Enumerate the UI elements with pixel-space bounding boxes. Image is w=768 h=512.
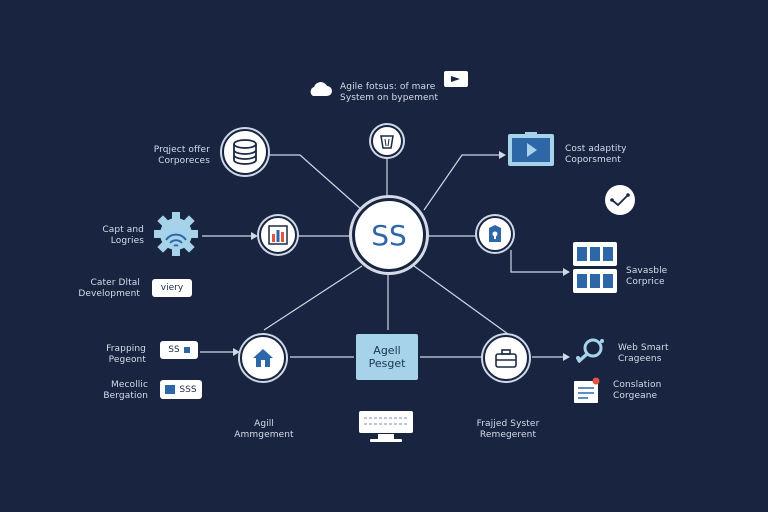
project-offer-label: Prqject offer Corporeces [153,145,210,166]
connector-hub-briefcase [413,265,509,335]
frapping-label: Frapping Pegeont [106,344,146,365]
connector-database-hub [262,154,363,211]
frajjed-syster-label: Frajjed Syster Remegerent [476,419,540,440]
title-text: Agile fotsus: of mare System on bypement [340,82,439,103]
document-icon [574,377,600,403]
agile-arrangement-label: Agill Ammgement [234,419,294,440]
chart-icon [268,225,288,245]
conslation-label: Conslation Corgeane [613,380,662,401]
cloud-icon [310,82,332,96]
agile-box: Agell Pesget [356,334,418,380]
connector-monitor-hub [423,154,500,211]
arrowhead-house [233,348,240,356]
database-icon [233,139,257,165]
house-icon [253,349,273,367]
briefcase-node [483,335,529,381]
mecollic-label: Mecollic Bergation [103,380,148,401]
house-node [240,335,286,381]
search-icon [576,338,604,364]
folder-icon [444,71,468,87]
route-icon [610,193,630,207]
viery-chip: viery [152,279,192,297]
cater-digital-label: Cater Dltal Development [78,278,140,299]
web-smart-label: Web Smart Crageens [618,343,669,364]
gear-icon [154,212,198,256]
connector-hub-house [263,265,363,331]
ss-chip: SS [160,341,198,359]
lock-badge-icon [489,225,501,242]
lock-node [477,216,513,252]
bucket-icon [380,135,394,149]
capt-and-label: Capt and Logries [102,225,144,246]
chip-square [165,385,176,394]
route-node [605,185,635,215]
monitor-play-icon [508,132,554,166]
ss-chip-text: SS [168,345,180,355]
database-node [222,129,268,175]
arrowhead-server [563,268,570,276]
laptop-icon [359,411,413,442]
arrowhead-search [563,353,570,361]
chart-node [259,216,297,254]
server-rack-icon [573,242,617,293]
sss-chip-text: SSS [179,384,197,395]
hub-node: SS [352,198,426,272]
cost-adaptity-label: Cost adaptity Coporsment [565,144,627,165]
connector-lock-server [510,250,566,273]
savable-label: Savasble Corprice [626,266,668,287]
briefcase-icon [495,349,517,368]
sss-chip: SSS [160,380,202,399]
arrowhead-monitor [499,151,506,159]
chip-marker [183,347,190,353]
bucket-node [371,125,403,157]
arrowhead-chart [251,232,258,240]
